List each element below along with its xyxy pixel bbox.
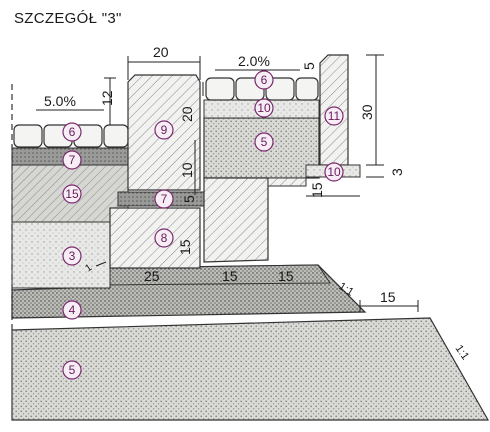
dim-top-width: 20: [153, 44, 169, 60]
dim-strip-height: 30: [359, 104, 375, 120]
dim-curb-mid: 20: [179, 106, 195, 122]
dim-slope-right: 2.0%: [238, 53, 270, 69]
dim-layer-a: 25: [144, 268, 160, 284]
label-4: 4: [69, 303, 76, 317]
dim-block: 15: [177, 239, 193, 255]
label-15: 15: [65, 187, 79, 201]
dim-slope-left: 5.0%: [44, 93, 76, 109]
right-step-fill: [267, 177, 307, 187]
label-8: 8: [161, 231, 168, 245]
batter-lower: 1:1: [453, 343, 472, 362]
pavers-left: [13, 124, 129, 148]
drawing-title: SZCZEGÓŁ "3": [14, 10, 122, 27]
label-10-lower: 10: [327, 165, 341, 179]
layer-subgrade-5: [11, 317, 490, 421]
label-5-bottom: 5: [69, 363, 76, 377]
dim-bed: 5: [181, 195, 197, 203]
pavers-right: [205, 77, 319, 101]
label-11: 11: [328, 109, 341, 123]
label-3: 3: [69, 249, 76, 263]
label-9: 9: [161, 123, 168, 137]
dimension-lines: [36, 54, 419, 312]
label-6-left: 6: [69, 125, 76, 139]
layer-3: [11, 221, 111, 289]
dim-small-rise: 1: [83, 262, 94, 274]
label-10-upper: 10: [257, 101, 271, 115]
dim-footing-width: 15: [309, 182, 325, 198]
material-labels: [62, 70, 344, 380]
label-7-middle: 7: [161, 192, 168, 206]
label-5-right: 5: [261, 135, 268, 149]
dim-layer-c: 15: [278, 268, 294, 284]
dim-curb-lower: 10: [179, 162, 195, 178]
dim-layer-b: 15: [222, 268, 238, 284]
dim-strip-top: 5: [301, 62, 317, 70]
dim-strip-base: 3: [389, 168, 405, 176]
label-6-right: 6: [261, 73, 268, 87]
right-hatched-fill: [203, 177, 269, 263]
label-7-left: 7: [69, 153, 76, 167]
dim-edge-offset: 15: [380, 289, 396, 305]
dim-curb-top: 12: [99, 90, 115, 106]
